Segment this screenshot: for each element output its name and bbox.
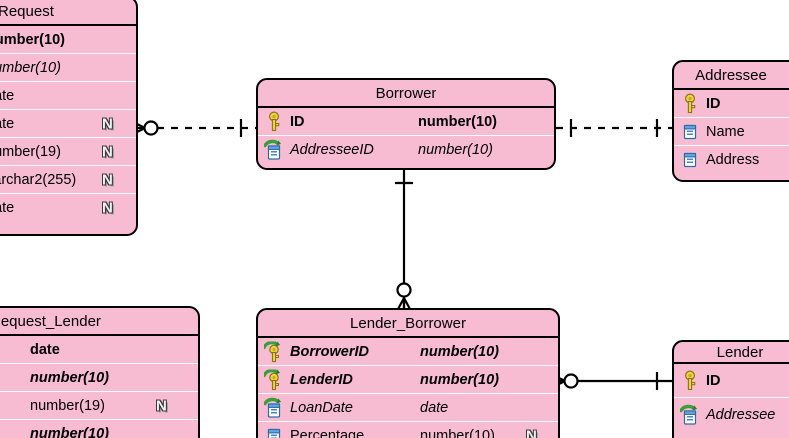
column-type: number(19)	[0, 143, 61, 160]
table-row[interactable]: number(10)	[0, 420, 198, 438]
table-row[interactable]: LenderID number(10)	[258, 366, 558, 394]
table-row[interactable]: number(10)	[0, 54, 136, 82]
column-icon	[680, 150, 700, 171]
nullable-marker: N	[102, 115, 113, 132]
primary-key-icon	[264, 110, 284, 132]
entity-request[interactable]: Request number(10) number(10) date	[0, 0, 138, 236]
entity-columns-borrower: ID number(10) AddresseeID number(10)	[258, 108, 554, 164]
nullable-marker: N	[526, 427, 537, 438]
table-row[interactable]: te date	[0, 336, 198, 364]
table-row[interactable]: Address	[674, 146, 789, 174]
column-type: number(10)	[0, 31, 65, 48]
entity-title-lender-borrower: Lender_Borrower	[258, 310, 558, 338]
relationship-request-borrower[interactable]	[130, 119, 256, 137]
entity-request-lender[interactable]: Request_Lender te date number(10) numb	[0, 306, 200, 438]
table-row[interactable]: ID number(10)	[258, 108, 554, 136]
entity-columns-lender-borrower: BorrowerID number(10) LenderID number(10…	[258, 338, 558, 438]
nullable-marker: N	[102, 171, 113, 188]
entity-columns-lender: ID Addressee	[674, 364, 789, 432]
entity-title-request-lender: Request_Lender	[0, 308, 198, 336]
table-row[interactable]: date N	[0, 194, 136, 222]
table-row[interactable]: BorrowerID number(10)	[258, 338, 558, 366]
foreign-key-icon	[679, 404, 700, 426]
column-name: ID	[290, 113, 305, 130]
column-name: LoanDate	[290, 399, 353, 416]
column-name: ID	[706, 372, 721, 389]
entity-columns-request: number(10) number(10) date date N	[0, 26, 136, 222]
nullable-marker: N	[102, 199, 113, 217]
table-row[interactable]: number(10)	[0, 364, 198, 392]
table-row[interactable]: date N	[0, 110, 136, 138]
entity-addressee[interactable]: Addressee ID Name Address	[672, 60, 789, 182]
column-type: number(10)	[0, 59, 61, 76]
entity-title-borrower: Borrower	[258, 80, 554, 108]
foreign-key-icon	[263, 139, 284, 161]
column-name: Addressee	[706, 407, 776, 423]
column-type: date	[420, 399, 449, 416]
entity-title-lender: Lender	[674, 342, 789, 364]
pk-fk-icon	[262, 368, 284, 390]
column-type: number(10)	[418, 142, 493, 158]
column-type: number(10)	[30, 369, 109, 386]
column-name: ID	[706, 95, 721, 112]
column-type: date	[30, 341, 60, 358]
table-row[interactable]: varchar2(255) N	[0, 166, 136, 194]
entity-lender-borrower[interactable]: Lender_Borrower BorrowerID number(10) Le…	[256, 308, 560, 438]
column-icon	[680, 121, 700, 142]
table-row[interactable]: number(10)	[0, 26, 136, 54]
column-type: number(10)	[420, 428, 495, 438]
nullable-marker: N	[102, 143, 113, 160]
column-name: LenderID	[290, 371, 353, 388]
column-type: number(10)	[418, 113, 497, 130]
table-row[interactable]: AddresseeID number(10)	[258, 136, 554, 164]
relationship-lender-borrower-lender[interactable]	[550, 372, 672, 390]
column-type: number(10)	[420, 343, 499, 360]
table-row[interactable]: ID	[674, 364, 789, 398]
entity-columns-request-lender: te date number(10) number(19) N	[0, 336, 198, 438]
column-name: Name	[706, 123, 745, 140]
column-type: date	[0, 200, 15, 216]
column-name: AddresseeID	[290, 142, 374, 158]
relationship-borrower-lender-borrower[interactable]	[395, 168, 413, 312]
column-type: number(19)	[30, 397, 105, 414]
table-row[interactable]: Name	[674, 118, 789, 146]
column-type: number(10)	[30, 426, 109, 438]
foreign-key-icon	[263, 397, 284, 418]
entity-title-request: Request	[0, 0, 136, 26]
entity-borrower[interactable]: Borrower ID number(10) AddresseeID numbe…	[256, 78, 556, 170]
table-row[interactable]: ID	[674, 90, 789, 118]
column-type: date	[0, 87, 15, 104]
table-row[interactable]: number(19) N	[0, 392, 198, 420]
table-row[interactable]: LoanDate date	[258, 394, 558, 422]
column-type: number(10)	[420, 371, 499, 388]
table-row[interactable]: Percentage number(10) N	[258, 422, 558, 438]
entity-lender[interactable]: Lender ID Addressee	[672, 340, 789, 438]
primary-key-icon	[680, 369, 700, 391]
column-name: BorrowerID	[290, 343, 369, 360]
relationship-borrower-addressee[interactable]	[556, 119, 672, 137]
table-row[interactable]: number(19) N	[0, 138, 136, 166]
nullable-marker: N	[156, 397, 167, 414]
column-name: Percentage	[290, 428, 365, 438]
column-name: Address	[706, 152, 760, 168]
table-row[interactable]: Addressee	[674, 398, 789, 432]
entity-columns-addressee: ID Name Address	[674, 90, 789, 174]
primary-key-icon	[680, 92, 700, 114]
pk-fk-icon	[262, 340, 284, 362]
column-type: varchar2(255)	[0, 171, 77, 188]
column-type: date	[0, 115, 15, 132]
table-row[interactable]: date	[0, 82, 136, 110]
entity-title-addressee: Addressee	[674, 62, 789, 90]
column-icon	[264, 426, 284, 438]
